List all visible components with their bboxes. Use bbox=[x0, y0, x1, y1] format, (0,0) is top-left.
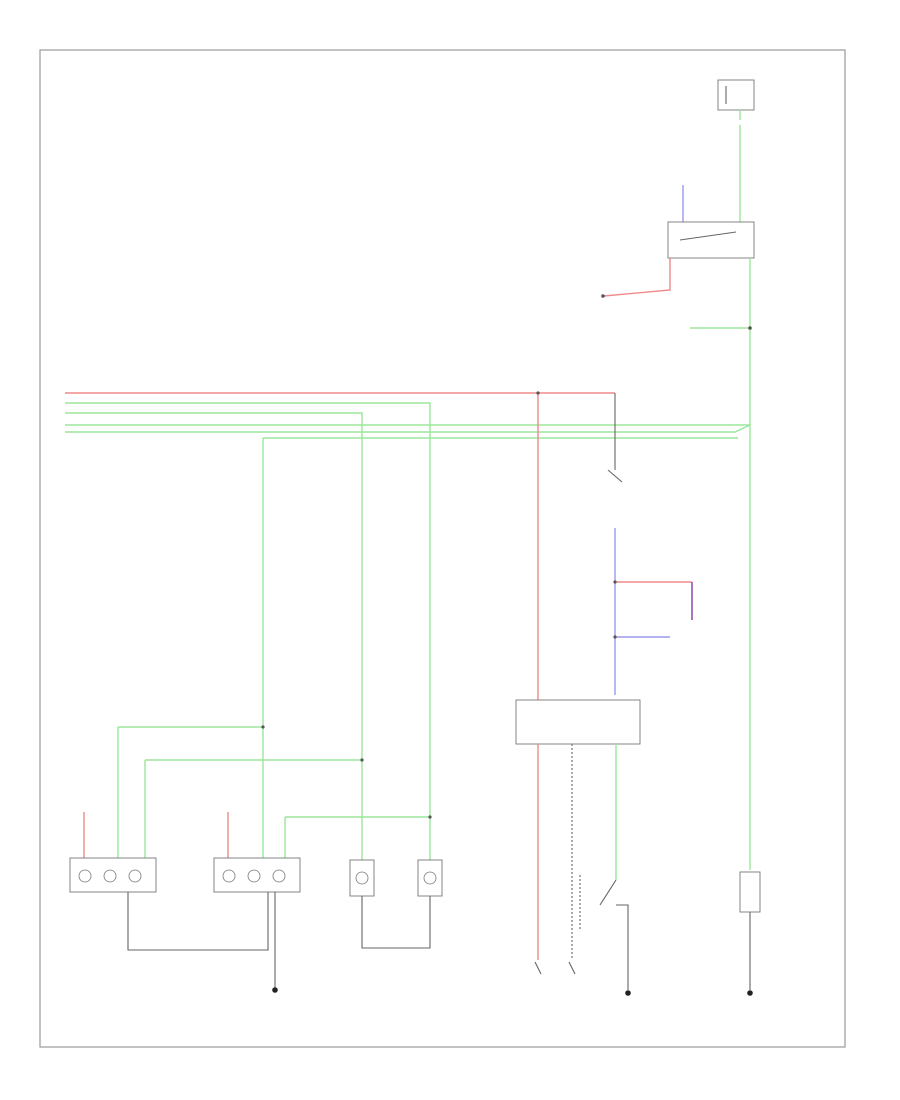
bulb-icon bbox=[355, 871, 369, 885]
bulb-icon bbox=[222, 869, 236, 883]
switch-mid-contact bbox=[607, 469, 623, 483]
bulb-icon bbox=[247, 869, 261, 883]
bulb-icon bbox=[423, 871, 437, 885]
fuse-block bbox=[717, 79, 755, 111]
bulb-icon bbox=[78, 869, 92, 883]
bulb-icon bbox=[272, 869, 286, 883]
right-lamp bbox=[739, 871, 761, 913]
switch-contact bbox=[679, 231, 737, 241]
splice-dot bbox=[536, 391, 540, 395]
ground-icon bbox=[747, 990, 753, 996]
splice-dot bbox=[748, 326, 752, 330]
splice-dot bbox=[261, 725, 265, 729]
splice-dot bbox=[613, 635, 617, 639]
splice-dot bbox=[613, 580, 617, 584]
terminal-stubs bbox=[534, 961, 576, 975]
wire-red-feed bbox=[603, 258, 671, 297]
ground-icon bbox=[272, 987, 278, 993]
bus-wire-green-1 bbox=[65, 402, 431, 860]
wire-ground-bus-left bbox=[127, 892, 269, 951]
connector-dot bbox=[601, 294, 605, 298]
splice-dot bbox=[360, 758, 364, 762]
bulb-icon bbox=[128, 869, 142, 883]
control-module bbox=[515, 699, 641, 745]
switch-lower bbox=[599, 879, 629, 990]
wire-ground-bus-mid bbox=[361, 896, 431, 949]
bulb-icon bbox=[103, 869, 117, 883]
bus-wire-green-2 bbox=[65, 412, 363, 860]
splice-dot bbox=[428, 815, 432, 819]
bus-wire-green-4 bbox=[65, 424, 751, 433]
ground-icon bbox=[625, 990, 631, 996]
diagram-frame bbox=[39, 49, 846, 1048]
